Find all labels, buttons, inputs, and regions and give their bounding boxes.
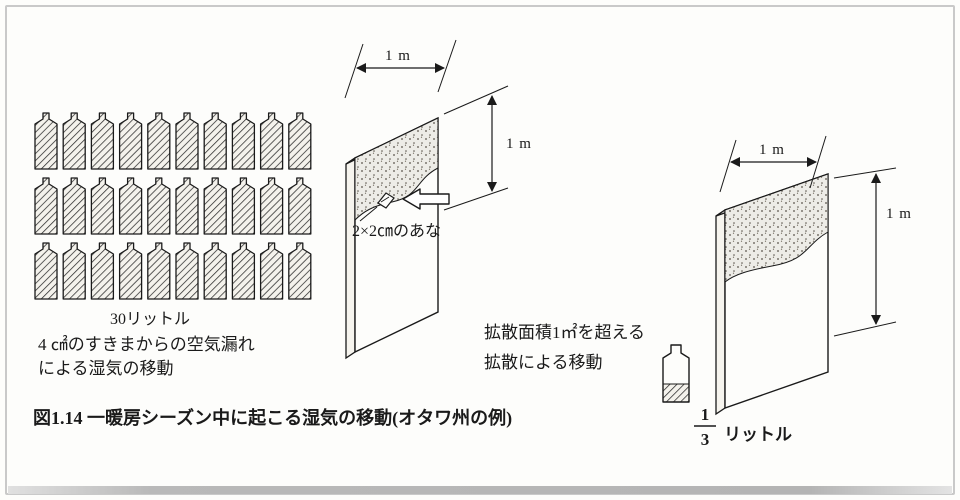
diffusion-note-line2: 拡散による移動 [484, 353, 603, 372]
hole-hatch-line [380, 196, 390, 203]
diffusion-wall-width-label: 1 m [759, 142, 785, 158]
bottle [232, 243, 254, 299]
bottle [261, 243, 283, 299]
airflow-arrow-icon [402, 188, 450, 210]
fraction-denominator: 3 [701, 430, 710, 449]
bottle [232, 113, 254, 169]
dimension-extension-line [833, 321, 897, 337]
dimension-extension-line [443, 85, 509, 115]
dimension-extension-line [833, 167, 897, 179]
diffusion-wall: 1 m 1 m 拡散面積1㎡を超える 拡散による移動 1 3 リットル [484, 135, 912, 449]
litre-unit-label: リットル [724, 425, 792, 444]
leakage-wall: 1 m 1 m 2×2㎝のあな [344, 39, 532, 360]
bottle [176, 113, 198, 169]
leakage-wall-height-label: 1 m [506, 136, 532, 152]
fraction-numerator: 1 [701, 405, 710, 424]
hole-leader-line [359, 206, 378, 222]
leakage-note-line2: による湿気の移動 [38, 359, 174, 378]
diffusion-note-line1: 拡散面積1㎡を超える [484, 323, 645, 342]
bottle-total-label: 30リットル [110, 311, 190, 328]
hole-label: 2×2㎝のあな [352, 222, 441, 240]
bottle [176, 178, 198, 234]
hole-icon [377, 192, 395, 209]
diffusion-wall-height-label: 1 m [886, 206, 912, 222]
bottle [204, 178, 226, 234]
bottle-grid [35, 113, 311, 299]
third-litre-bottle [662, 344, 690, 403]
bottle [63, 113, 85, 169]
bottle [261, 178, 283, 234]
bottle [232, 178, 254, 234]
bottle [148, 243, 170, 299]
bottle [35, 243, 57, 299]
dimension-extension-line [443, 187, 509, 211]
figure-caption: 図1.14 一暖房シーズン中に起こる湿気の移動(オタワ州の例) [33, 407, 512, 429]
dimension-extension-line [809, 135, 827, 189]
diffusion-wall-side-face [715, 208, 726, 416]
bottle [148, 113, 170, 169]
bottle [35, 113, 57, 169]
bottle [261, 113, 283, 169]
bottle [289, 243, 311, 299]
bottle [148, 178, 170, 234]
bottle [35, 178, 57, 234]
bottle [120, 113, 142, 169]
dimension-extension-line [719, 139, 737, 193]
leakage-wall-side-face [345, 156, 356, 360]
bottle [289, 113, 311, 169]
leakage-wall-width-label: 1 m [385, 48, 411, 64]
bottle [91, 243, 113, 299]
bottle [63, 178, 85, 234]
dimension-extension-line [344, 43, 364, 99]
bottle [91, 178, 113, 234]
dimension-extension-line [437, 39, 457, 93]
bottle [63, 243, 85, 299]
third-litre-fraction: 1 3 リットル [694, 405, 792, 449]
bottle [289, 178, 311, 234]
bottle [204, 113, 226, 169]
leakage-wall-moisture-region [354, 117, 439, 222]
bottle-outline [662, 344, 690, 403]
bottle [176, 243, 198, 299]
bottle [91, 113, 113, 169]
bottle-fill-level [662, 383, 690, 403]
bottle [120, 243, 142, 299]
bottle [204, 243, 226, 299]
leakage-note-line1: 4 ㎠のすきまからの空気漏れ [38, 335, 255, 354]
bottle [120, 178, 142, 234]
diffusion-wall-moisture-region [724, 173, 829, 284]
